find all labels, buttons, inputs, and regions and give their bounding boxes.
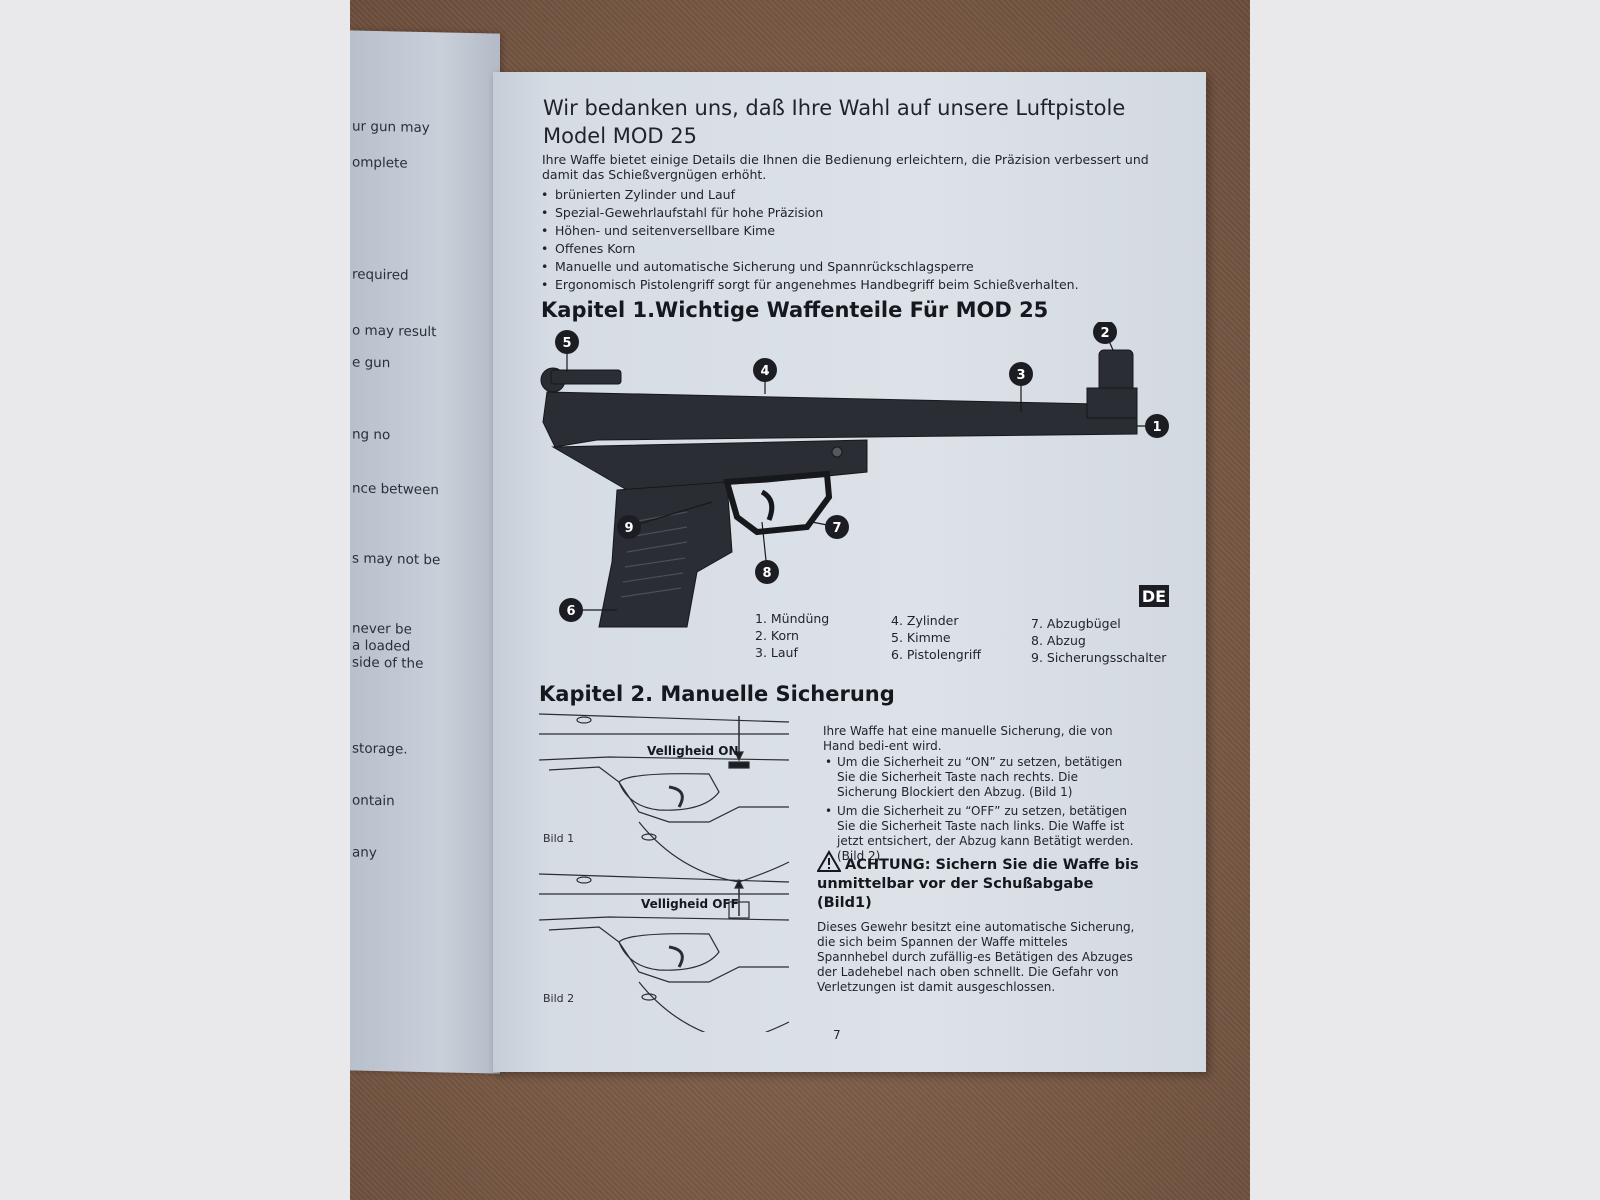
part-label: 1. Mündüng — [755, 611, 830, 626]
callout-5: 5 — [555, 330, 579, 354]
list-item: Höhen- und seitenversellbare Kime — [541, 222, 1079, 240]
svg-text:2: 2 — [1100, 326, 1109, 341]
list-item: Ergonomisch Pistolengriff sorgt für ange… — [541, 276, 1079, 294]
part-label: 3. Lauf — [755, 645, 798, 660]
safety-instructions: Um die Sicherheit zu “ON” zu setzen, bet… — [823, 755, 1141, 868]
list-item: Manuelle und automatische Sicherung und … — [541, 258, 1079, 276]
part-label: 5. Kimme — [891, 630, 951, 645]
page-title-line: Model MOD 25 — [543, 124, 697, 148]
chapter-1-title: Kapitel 1.Wichtige Waffenteile Für MOD 2… — [541, 298, 1049, 322]
left-page-fragment: storage. — [352, 740, 408, 758]
left-page: ur gun may omplete required o may result… — [350, 30, 500, 1074]
warning-title: ACHTUNG: Sichern Sie die Waffe bis unmit… — [816, 850, 1147, 913]
callout-6: 6 — [559, 598, 583, 622]
warning-icon — [816, 850, 842, 872]
left-page-fragment: ontain — [352, 792, 395, 810]
left-page-fragment: e gun — [352, 354, 391, 372]
language-badge: DE — [1139, 585, 1169, 607]
left-page-fragment: a loaded — [352, 637, 411, 655]
part-label: 8. Abzug — [1031, 633, 1086, 648]
left-page-fragment: side of the — [352, 654, 424, 672]
svg-text:7: 7 — [832, 521, 841, 536]
part-label: 7. Abzugbügel — [1031, 616, 1121, 631]
list-item: Um die Sicherheit zu “ON” zu setzen, bet… — [823, 755, 1141, 800]
warning-box: ACHTUNG: Sichern Sie die Waffe bis unmit… — [816, 850, 1147, 913]
safety-diagrams: Velligheid ON Bild 1 Velligheid OFF Bild… — [539, 713, 790, 1032]
list-item: brünierten Zylinder und Lauf — [541, 186, 1079, 204]
part-label: 4. Zylinder — [891, 613, 959, 628]
left-page-fragment: nce between — [352, 480, 439, 499]
feature-list: brünierten Zylinder und Lauf Spezial-Gew… — [541, 186, 1079, 294]
auto-safety-text: Dieses Gewehr besitzt eine automatische … — [817, 920, 1135, 994]
parts-list-col-2: 4. Zylinder 5. Kimme 6. Pistolengriff — [891, 612, 981, 663]
svg-text:9: 9 — [624, 521, 633, 536]
callout-8: 8 — [755, 560, 779, 584]
bild1-drawing — [539, 713, 790, 883]
left-page-fragment: ur gun may — [352, 118, 430, 137]
bild2-label: Velligheid OFF — [641, 897, 739, 911]
left-page-fragment: omplete — [352, 154, 408, 172]
left-page-fragment: ng no — [352, 426, 391, 444]
left-page-fragment: required — [352, 266, 409, 284]
callout-1: 1 — [1145, 414, 1169, 438]
warning-text: ACHTUNG: Sichern Sie die Waffe bis unmit… — [817, 857, 1139, 911]
bild1-label: Velligheid ON — [647, 744, 739, 758]
part-label: 2. Korn — [755, 628, 799, 643]
callout-2: 2 — [1093, 322, 1117, 344]
part-label: 9. Sicherungsschalter — [1031, 650, 1167, 665]
svg-text:4: 4 — [760, 364, 769, 379]
parts-list-col-1: 1. Mündüng 2. Korn 3. Lauf — [755, 610, 829, 661]
left-page-fragment: never be — [352, 620, 412, 638]
svg-text:8: 8 — [762, 566, 771, 581]
callout-3: 3 — [1009, 362, 1033, 386]
left-page-fragment: o may result — [352, 322, 437, 341]
bild2-drawing — [539, 873, 790, 1032]
pistol-diagram: 5 4 3 2 1 9 7 8 6 — [540, 322, 1169, 628]
chapter-2-title: Kapitel 2. Manuelle Sicherung — [539, 682, 895, 706]
callout-9: 9 — [617, 515, 641, 539]
part-label: 6. Pistolengriff — [891, 647, 981, 662]
left-page-fragment: s may not be — [352, 550, 441, 569]
right-page: Wir bedanken uns, daß Ihre Wahl auf unse… — [493, 72, 1206, 1072]
pistol-illustration — [540, 349, 1138, 628]
photo-background: ur gun may omplete required o may result… — [350, 0, 1250, 1200]
list-item: Offenes Korn — [541, 240, 1079, 258]
svg-text:1: 1 — [1152, 420, 1161, 435]
parts-list-col-3: 7. Abzugbügel 8. Abzug 9. Sicherungsscha… — [1031, 615, 1166, 666]
intro-paragraph: Ihre Waffe bietet einige Details die Ihn… — [542, 152, 1149, 182]
callout-7: 7 — [825, 515, 849, 539]
callout-markers: 5 4 3 2 1 9 7 8 6 — [555, 322, 1169, 622]
page-title: Wir bedanken uns, daß Ihre Wahl auf unse… — [543, 94, 1143, 150]
page-title-line: Wir bedanken uns, daß Ihre Wahl auf unse… — [543, 96, 1126, 120]
left-page-fragment: any — [352, 844, 377, 861]
list-item: Spezial-Gewehrlaufstahl für hohe Präzisi… — [541, 204, 1079, 222]
svg-text:5: 5 — [562, 336, 571, 351]
callout-4: 4 — [753, 358, 777, 382]
svg-text:3: 3 — [1016, 368, 1025, 383]
bild1-caption: Bild 1 — [543, 832, 574, 845]
list-item: Um die Sicherheit zu “OFF” zu setzen, be… — [823, 804, 1141, 864]
safety-intro: Ihre Waffe hat eine manuelle Sicherung, … — [823, 724, 1113, 753]
bild2-caption: Bild 2 — [543, 992, 574, 1005]
pistol-grip-texture — [620, 511, 688, 598]
page-number: 7 — [833, 1028, 841, 1042]
svg-text:6: 6 — [566, 604, 575, 619]
